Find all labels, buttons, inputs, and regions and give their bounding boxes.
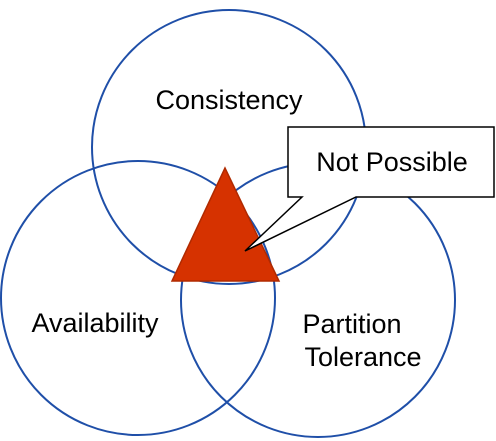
callout: Not Possible — [244, 126, 495, 252]
consistency-label: Consistency — [155, 85, 303, 115]
callout-text: Not Possible — [316, 147, 468, 177]
callout-shape — [244, 126, 495, 252]
impossible-triangle — [170, 166, 281, 282]
availability-circle — [0, 160, 276, 436]
partition-label: Partition — [302, 309, 401, 339]
tolerance-label: Tolerance — [304, 342, 421, 372]
availability-label: Availability — [31, 308, 159, 338]
